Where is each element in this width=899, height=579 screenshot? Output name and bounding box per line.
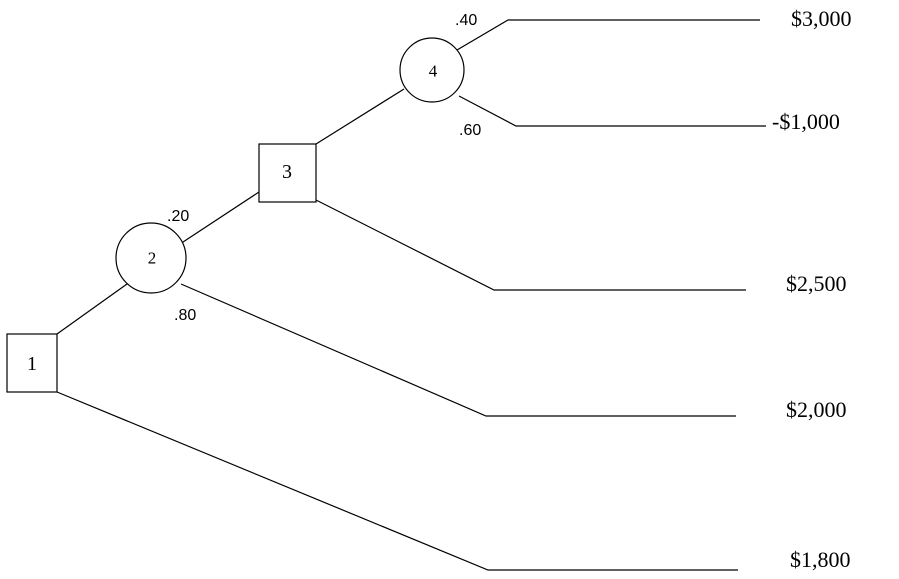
payoff-labels: $3,000 -$1,000 $2,500 $2,000 $1,800 [772, 6, 852, 572]
payoff-3000: $3,000 [791, 6, 852, 31]
edge-node3-to-node4 [315, 88, 405, 145]
node-4-label: 4 [429, 62, 438, 81]
probability-node2-upper: .20 [167, 208, 189, 225]
node-1-label: 1 [27, 353, 37, 375]
payoff-2000: $2,000 [786, 397, 847, 422]
tree-edges [56, 19, 766, 571]
edge-node1-to-node2 [56, 283, 128, 335]
probability-node2-lower: .80 [174, 307, 196, 324]
edge-node2-to-node3 [179, 191, 260, 245]
decision-node-1: 1 [6, 333, 58, 393]
edge-node4-to-payoff-3000 [456, 19, 760, 51]
chance-node-2: 2 [115, 222, 187, 294]
edge-node3-to-payoff-2500 [315, 199, 746, 291]
decision-node-3: 3 [258, 143, 317, 203]
node-2-label: 2 [148, 249, 157, 268]
probability-node4-lower: .60 [459, 122, 481, 139]
edge-node2-to-payoff-2000 [180, 283, 736, 417]
probability-labels: .40 .60 .20 .80 [167, 12, 481, 324]
payoff-negative-1000: -$1,000 [772, 109, 840, 134]
payoff-1800: $1,800 [790, 547, 851, 572]
payoff-2500: $2,500 [786, 271, 847, 296]
probability-node4-upper: .40 [455, 12, 477, 29]
edge-node1-to-payoff-1800 [56, 391, 738, 571]
node-3-label: 3 [282, 161, 292, 183]
edge-node4-to-payoff-neg1000 [458, 95, 766, 127]
chance-node-4: 4 [399, 37, 465, 103]
